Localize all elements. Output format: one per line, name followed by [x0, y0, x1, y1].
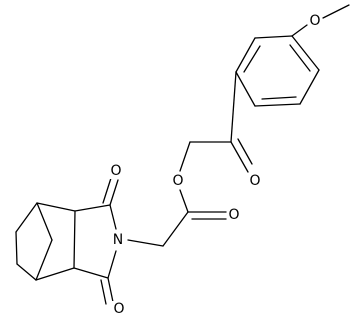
atom-o-ketone: O	[249, 173, 260, 189]
bonds	[15, 4, 350, 305]
atom-o-ester-carbonyl: O	[228, 207, 239, 223]
bond-ch2-n	[127, 239, 164, 247]
bond-o-ester-c	[179, 189, 189, 213]
ester-carbonyl-oxygen-label: O	[227, 207, 241, 223]
bond-aryl-ketone	[230, 71, 237, 143]
bond-ester-ch2	[162, 211, 189, 247]
bond-ring-1	[254, 35, 293, 39]
imide-nitrogen-label: N	[111, 232, 126, 248]
imide-oxygen-bottom-label: O	[112, 301, 126, 317]
bond-ring-6	[291, 35, 320, 71]
atom-labels: O O O O O N O	[109, 12, 322, 317]
ketone-oxygen-label: O	[248, 173, 262, 189]
bond-n-c-bottom	[107, 250, 117, 279]
bond-imide-double-top-a	[109, 179, 119, 206]
bond-n-c-top	[109, 204, 117, 230]
bond-methyl-o	[322, 4, 350, 19]
bond-c-bottom-c7a	[73, 267, 109, 279]
imide-oxygen-top-label: O	[109, 163, 123, 179]
bond-ketone-double-b	[237, 138, 253, 165]
methoxy-oxygen-label: O	[308, 12, 322, 29]
atom-o-methoxy: O	[309, 13, 320, 29]
bond-c-bridgehead-bottom	[16, 263, 37, 281]
bond-ring-5	[299, 69, 320, 105]
bond-c7a-bridgehead-bottom	[35, 267, 75, 281]
bond-imide-double-bottom-a	[107, 277, 114, 303]
atom-o-ester: O	[172, 173, 183, 189]
atom-o-imide-top: O	[110, 163, 121, 179]
bond-ketone-double-a	[230, 141, 249, 173]
bond-ring-3	[235, 71, 256, 107]
bond-c-top-c3a	[74, 204, 111, 212]
bond-ring-double-3	[289, 44, 311, 72]
bond-bridgehead-top-c	[15, 202, 38, 233]
bond-ring-4	[254, 103, 301, 107]
atom-n-imide: N	[113, 232, 123, 248]
bond-imide-double-top-b	[102, 177, 112, 204]
bond-ring-2	[235, 37, 256, 73]
bond-c-c	[15, 231, 18, 265]
bond-c3a-c7a	[73, 210, 76, 269]
bond-ch2-o	[179, 141, 191, 172]
bond-o-aryl	[291, 24, 308, 37]
bond-bridge-bottom	[35, 239, 53, 281]
bond-ring-double-1	[243, 45, 261, 73]
bond-ring-double-2	[261, 96, 297, 100]
atom-o-imide-bottom: O	[113, 301, 124, 317]
ester-oxygen-label: O	[171, 173, 185, 189]
bond-c3a-bridgehead-top	[36, 202, 76, 212]
bond-bridge-top	[36, 202, 53, 241]
bond-imide-double-bottom-b	[100, 279, 107, 305]
